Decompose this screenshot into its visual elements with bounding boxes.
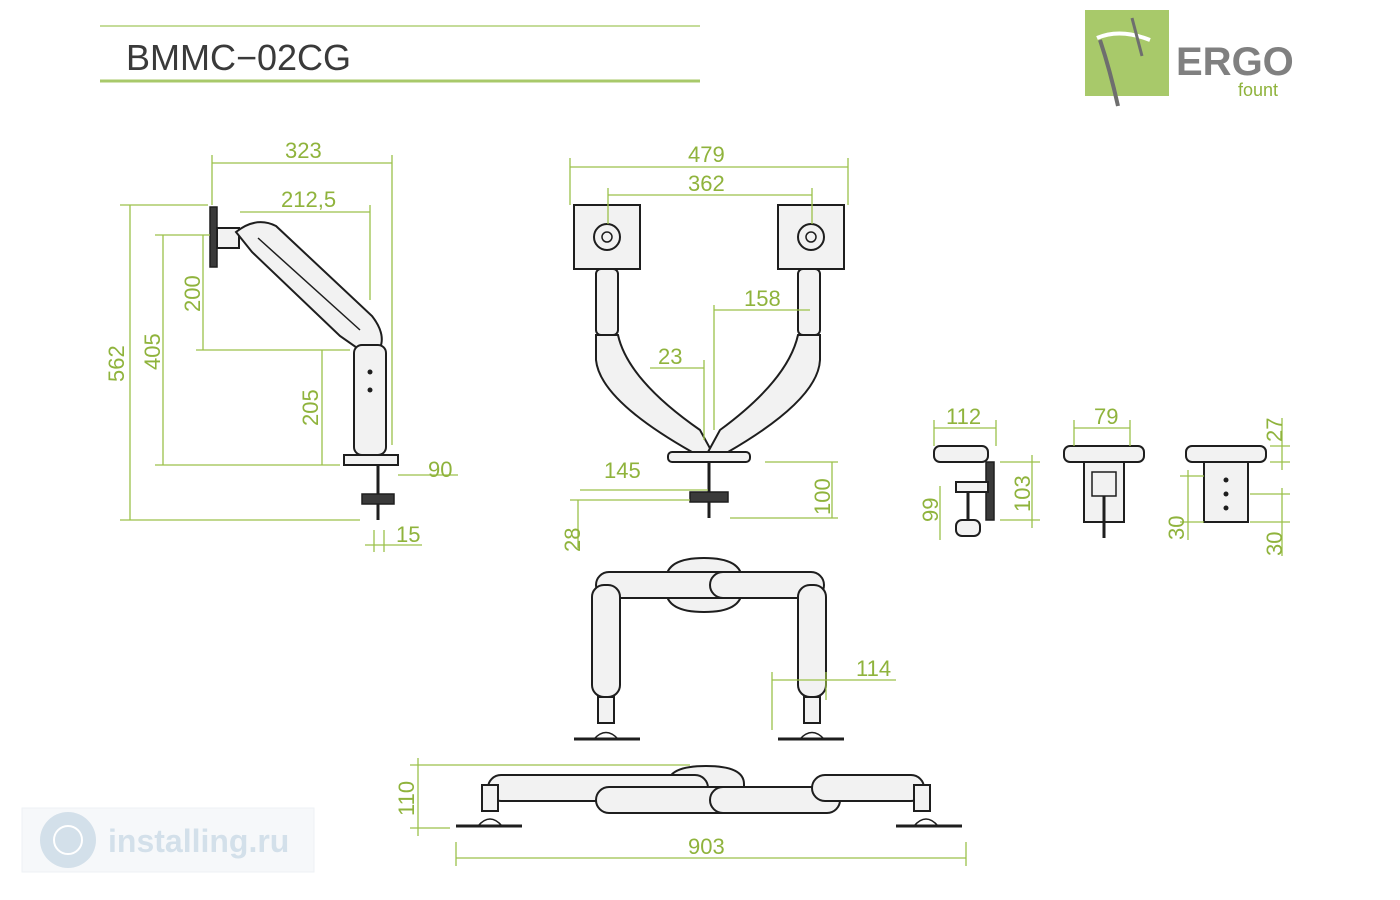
dim-folded-depth: 110 bbox=[394, 781, 419, 816]
clamp-jaw bbox=[955, 481, 989, 493]
top-right-joint bbox=[803, 696, 821, 724]
dim-plate-hole-left: 30 bbox=[1164, 516, 1189, 540]
top-left-joint bbox=[597, 696, 615, 724]
dim-top-arm-offset: 114 bbox=[856, 656, 891, 681]
dim-side-height-arm: 405 bbox=[140, 333, 165, 370]
front-right-arm bbox=[706, 334, 821, 453]
dim-front-total-width: 479 bbox=[688, 142, 725, 167]
dim-side-height-total: 562 bbox=[104, 345, 129, 382]
grommet-top-plate bbox=[1063, 445, 1145, 463]
side-monitor-plate bbox=[209, 206, 218, 268]
side-vesa-joint bbox=[216, 227, 240, 249]
dim-side-clamp-offset: 90 bbox=[428, 457, 452, 482]
dim-front-base-height: 100 bbox=[810, 478, 835, 515]
side-base bbox=[343, 454, 399, 466]
side-view: 323 212,5 562 405 200 205 90 15 bbox=[104, 138, 458, 552]
front-vesa-right-hub bbox=[797, 223, 825, 251]
dim-side-arm-rise: 200 bbox=[180, 275, 205, 312]
watermark-icon bbox=[40, 812, 96, 868]
dim-side-arm-reach: 212,5 bbox=[281, 187, 336, 212]
top-left-forearm bbox=[591, 584, 621, 698]
front-clamp-knob bbox=[689, 491, 729, 503]
plate-top bbox=[1185, 445, 1267, 463]
folded-right-joint bbox=[913, 784, 931, 812]
dim-front-vesa-span: 362 bbox=[688, 171, 725, 196]
dim-clamp-opening: 99 bbox=[918, 498, 943, 522]
dim-clamp-width: 112 bbox=[946, 404, 981, 429]
side-clamp-knob bbox=[361, 493, 395, 505]
folded-right-arm-upper bbox=[811, 774, 925, 802]
front-left-arm bbox=[595, 334, 714, 453]
side-upper-arm bbox=[234, 221, 383, 352]
dim-front-arm-offset: 158 bbox=[744, 286, 781, 311]
front-base bbox=[667, 451, 751, 463]
brand-name: ERGO bbox=[1176, 40, 1294, 84]
clamp-top-plate bbox=[933, 445, 989, 463]
dim-side-bolt-width: 15 bbox=[396, 522, 420, 547]
clamp-knob bbox=[955, 519, 981, 537]
folded-left-joint bbox=[481, 784, 499, 812]
dim-front-center-gap: 23 bbox=[658, 344, 682, 369]
dim-side-total-depth: 323 bbox=[285, 138, 322, 163]
dim-front-base-thickness: 28 bbox=[560, 528, 585, 552]
brand-logo: ERGO fount bbox=[1085, 10, 1294, 107]
watermark-text: installing.ru bbox=[108, 823, 289, 859]
side-pole bbox=[353, 344, 387, 456]
front-vesa-left-hub bbox=[593, 223, 621, 251]
front-right-forearm bbox=[797, 268, 821, 336]
dim-grommet-width: 79 bbox=[1094, 404, 1118, 429]
dim-folded-width: 903 bbox=[688, 834, 725, 859]
dim-plate-top: 27 bbox=[1262, 418, 1287, 442]
dim-front-base-half: 145 bbox=[604, 458, 641, 483]
top-right-upper-arm bbox=[709, 571, 825, 599]
watermark: installing.ru bbox=[21, 807, 315, 873]
brand-subname: fount bbox=[1238, 80, 1278, 100]
front-left-forearm bbox=[595, 268, 619, 336]
dim-clamp-height: 103 bbox=[1010, 475, 1035, 512]
clamp-details: 112 103 99 79 27 30 30 bbox=[918, 404, 1290, 556]
model-title: BMMC−02CG bbox=[126, 37, 351, 78]
folded-view: 110 903 bbox=[394, 758, 967, 866]
front-view: 479 362 158 23 145 100 28 bbox=[560, 142, 849, 552]
top-view: 114 bbox=[574, 556, 896, 741]
dim-side-pole-height: 205 bbox=[298, 389, 323, 426]
logo-badge bbox=[1085, 10, 1169, 96]
dim-plate-hole-right: 30 bbox=[1262, 532, 1287, 556]
header: BMMC−02CG bbox=[100, 25, 700, 83]
